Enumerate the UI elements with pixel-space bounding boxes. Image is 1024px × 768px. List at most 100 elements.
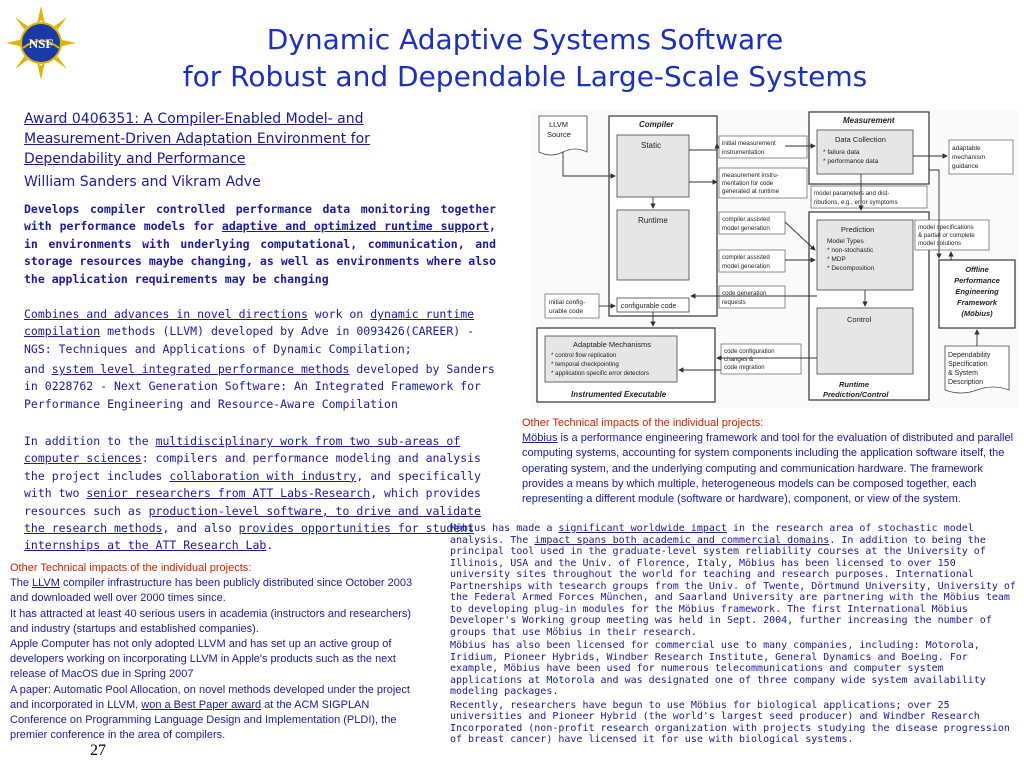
dc-item: * failure data — [823, 149, 860, 156]
award-authors: William Sanders and Vikram Adve — [24, 174, 261, 190]
summary-text-1: Develops compiler controlled performance… — [24, 202, 496, 234]
mobius-description: Möbius is a performance engineering fram… — [522, 432, 1014, 506]
meas-instr-box — [718, 167, 808, 199]
adaptable-guidance-box — [948, 139, 1014, 175]
adaptable-guidance-label-2: mechanism — [952, 154, 985, 161]
nsf-logo: NSF — [4, 4, 78, 82]
llvm-source-doc — [538, 115, 588, 156]
static-label: Static — [641, 141, 661, 150]
runtime-label: Runtime — [638, 216, 668, 225]
page-title-line2: for Robust and Dependable Large-Scale Sy… — [182, 60, 868, 93]
am-item-3: * application specific error detectors — [551, 370, 649, 377]
model-type-2: * non-stochastic — [827, 247, 874, 254]
instrumented-exec-label: Instrumented Executable — [571, 390, 667, 399]
model-specs-label-2: & partial or complete — [918, 232, 975, 239]
initial-instr-label-2: instrumentation — [722, 149, 765, 156]
llvm-source-label: LLVM — [549, 120, 568, 129]
llvm-link[interactable]: LLVM — [32, 577, 60, 590]
comp-assisted-box-2 — [718, 249, 786, 273]
award-link-3[interactable]: Dependability and Performance — [24, 151, 246, 167]
code-config-label-3: code migration — [724, 364, 765, 371]
production-software-link[interactable]: production-level software, to drive and … — [24, 503, 481, 536]
initial-config-box — [544, 293, 600, 319]
control-box — [816, 307, 914, 375]
compiler-label: Compiler — [639, 120, 675, 129]
nsf-seal-icon: NSF — [6, 6, 76, 80]
mobius-impacts: Other Technical impacts of the individua… — [522, 416, 1016, 507]
initial-config-label-2: urable code — [549, 308, 583, 315]
model-params-label-2: ributions, e.g., error symptoms — [814, 199, 898, 206]
code-gen-req-label-2: requests — [722, 299, 746, 306]
att-researchers-link[interactable]: senior researchers from ATT Labs-Researc… — [86, 486, 371, 501]
dependability-label-4: Description — [948, 379, 983, 386]
internships-link[interactable]: provides opportunities for student inter… — [24, 521, 475, 553]
para3-text-2: : compilers and performance modeling and… — [24, 451, 481, 483]
dynamic-compilation-link[interactable]: dynamic runtime compilation — [24, 307, 475, 339]
llvm-impacts-heading: Other Technical impacts of the individua… — [10, 562, 252, 574]
offline-label-2: Performance — [954, 276, 1000, 285]
model-type-3: * MDP — [827, 256, 846, 263]
llvm-impacts: Other Technical impacts of the individua… — [10, 561, 422, 743]
multidisciplinary-link[interactable]: multidisciplinary work from two sub-area… — [24, 434, 461, 466]
combines-link[interactable]: Combines and advances in novel direction… — [24, 307, 308, 321]
dependability-label-2: Specification — [948, 361, 988, 368]
award-link-2[interactable]: Measurement-Driven Adaptation Environmen… — [24, 131, 370, 147]
model-params-box — [810, 185, 928, 209]
meas-instr-label-2: mentation for code — [722, 180, 774, 187]
prediction-label: Prediction — [841, 225, 874, 234]
mobius-link[interactable]: Möbius — [522, 432, 558, 445]
worldwide-impact-link[interactable]: significant worldwide impact — [558, 523, 727, 534]
para2-text-1: and — [24, 362, 52, 376]
runtime-pc-label-2: Prediction/Control — [823, 390, 889, 399]
dc-item-2: * performance data — [823, 158, 879, 165]
configurable-code-label: configurable code — [621, 303, 676, 310]
para3-text-3: , and specifically with two — [24, 468, 481, 501]
offline-label-5: (Möbius) — [961, 309, 993, 318]
comp-assisted-label-1b: model generation — [722, 225, 770, 232]
llvm-impact-item: Apple Computer has not only adopted LLVM… — [10, 638, 396, 681]
offline-label-4: Framework — [957, 298, 998, 307]
comp-assisted-label-1: compiler assisted — [722, 216, 770, 223]
data-collection-label: Data Collection — [835, 135, 886, 144]
offline-framework-box — [938, 259, 1016, 329]
dependability-label: Dependability — [948, 352, 991, 359]
para3-text-1: In addition to the — [24, 434, 156, 448]
mobius-detail-paragraph: Recently, researchers have begun to use … — [450, 699, 1010, 746]
runtime-pc-label: Runtime — [839, 380, 869, 389]
industry-collaboration-link[interactable]: collaboration with industry — [169, 468, 357, 483]
paragraph-system-level: and system level integrated performance … — [24, 361, 496, 413]
meas-instr-label: measurement instru- — [722, 172, 779, 179]
paragraph-combines: Combines and advances in novel direction… — [24, 306, 496, 358]
best-paper-link[interactable]: won a Best Paper award — [141, 698, 262, 711]
para1-text-2: methods (LLVM) developed by Adve in 0093… — [24, 324, 475, 356]
dependability-label-3: & System — [948, 370, 978, 377]
comp-assisted-box-1 — [718, 211, 786, 235]
award-link[interactable]: Award 0406351: A Compiler-Enabled Model-… — [24, 111, 364, 127]
comp-assisted-label-2: compiler assisted — [722, 254, 770, 261]
control-label: Control — [847, 315, 872, 324]
code-gen-req-label: code generation — [722, 290, 767, 297]
code-config-box — [720, 343, 802, 375]
adaptable-guidance-label-3: guidance — [952, 163, 979, 170]
adaptive-runtime-link[interactable]: adaptive and optimized runtime support — [221, 219, 490, 234]
award-title: Award 0406351: A Compiler-Enabled Model-… — [24, 109, 524, 169]
llvm-impact-item: It has attracted at least 40 serious use… — [10, 607, 412, 635]
am-item-2: * temporal checkpointing — [551, 361, 619, 368]
adaptable-mech-label: Adaptable Mechanisms — [573, 340, 651, 349]
para2-text-2: developed by Sanders in 0228762 - Next G… — [24, 362, 495, 411]
initial-config-label: initial config- — [549, 299, 585, 306]
offline-label: Offline — [965, 265, 989, 274]
model-params-label: model parameters and dist- — [814, 190, 889, 197]
mobius-details: Möbius has made a significant worldwide … — [450, 523, 1020, 746]
academic-commercial-link[interactable]: impact spans both academic and commercia… — [534, 534, 830, 546]
paragraph-in-addition: In addition to the multidisciplinary wor… — [24, 433, 496, 555]
code-gen-req-box — [718, 285, 786, 309]
summary-text-2: , in environments with underlying comput… — [24, 219, 496, 286]
model-type: Model Types — [827, 238, 864, 245]
data-collection-box — [816, 129, 914, 175]
system-level-link[interactable]: system level integrated performance meth… — [51, 362, 350, 376]
nsf-logo-text: NSF — [29, 36, 54, 51]
dependability-doc — [944, 345, 1010, 394]
para3-text-6: . — [266, 538, 274, 553]
para1-text-1: work on — [307, 307, 371, 321]
